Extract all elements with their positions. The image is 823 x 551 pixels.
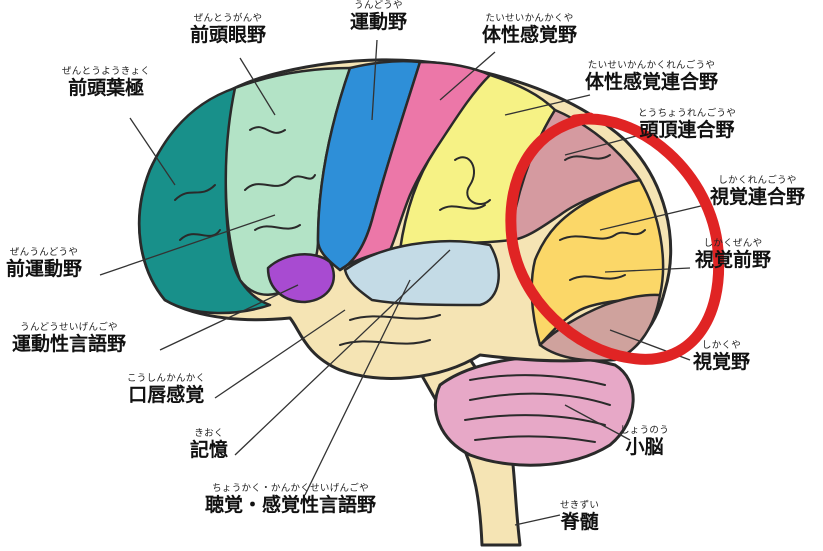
motor-speech-region [266, 253, 336, 304]
label-somatosensory-association: たいせいかんかくれんごうや 体性感覚連合野 [585, 60, 719, 93]
label-cerebellum: しょうのう 小脳 [620, 425, 670, 458]
label-prestriate: しかくぜんや 視覚前野 [695, 238, 772, 271]
highlight-circle [505, 112, 725, 365]
label-somatosensory: たいせいかんかくや 体性感覚野 [482, 13, 578, 46]
label-frontal-eye-field: ぜんとうがんや 前頭眼野 [190, 13, 267, 46]
label-parietal-association: とうちょうれんごうや 頭頂連合野 [638, 108, 737, 141]
label-motor-speech: うんどうせいげんごや 運動性言語野 [12, 322, 127, 355]
label-visual-association: しかくれんごうや 視覚連合野 [710, 175, 806, 208]
label-memory: きおく 記憶 [190, 428, 229, 461]
label-motor-cortex: うんどうや 運動野 [350, 0, 408, 33]
label-spinal-cord: せきずい 脊髄 [560, 500, 600, 533]
auditory-region [343, 239, 500, 307]
label-auditory-speech: ちょうかく・かんかくせいげんごや 聴覚・感覚性言語野 [205, 483, 377, 516]
label-premotor: ぜんうんどうや 前運動野 [6, 247, 83, 280]
label-lip-sensation: こうしんかんかく 口唇感覚 [127, 373, 206, 406]
label-prefrontal: ぜんとうようきょく 前頭葉極 [62, 66, 151, 99]
visual-cortex-region [538, 293, 662, 362]
label-visual-cortex: しかくや 視覚野 [693, 340, 751, 373]
cerebellum-shape [434, 355, 635, 467]
